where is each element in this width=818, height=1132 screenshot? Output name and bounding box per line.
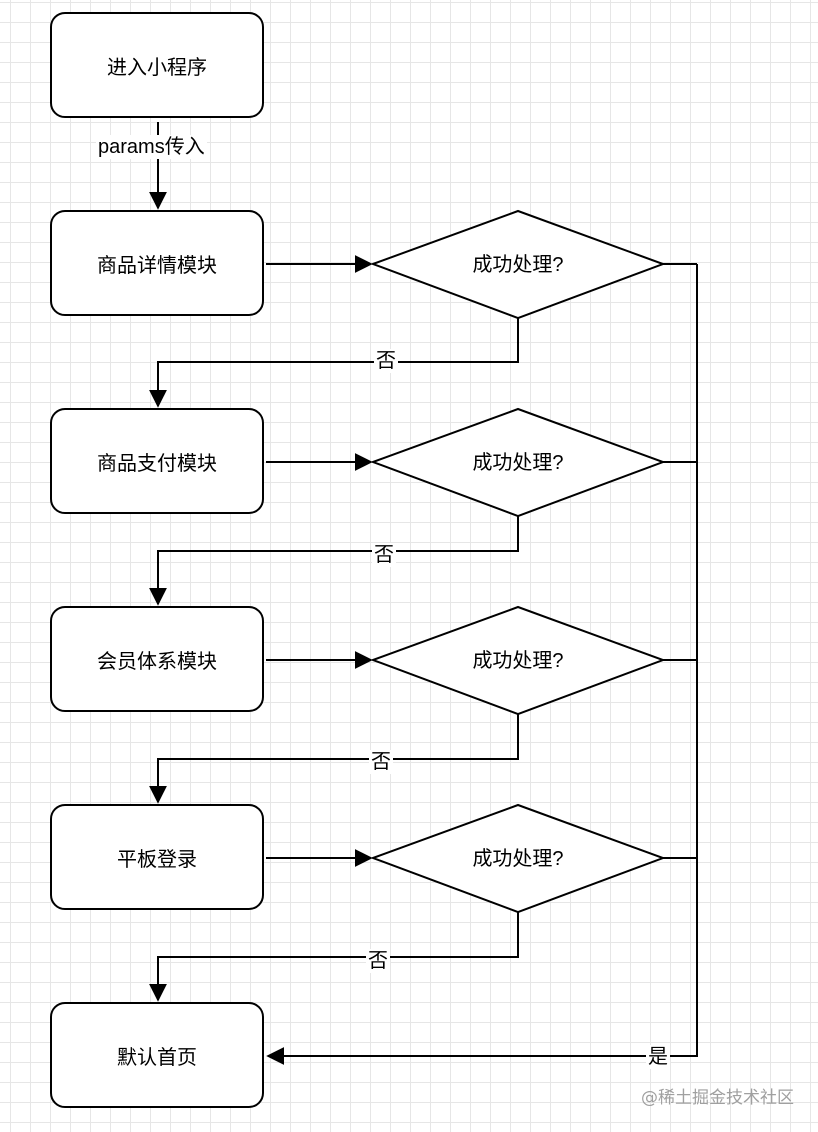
- arrow-no-decision-4: [149, 912, 519, 1002]
- watermark-text: @稀土掘金技术社区: [641, 1088, 794, 1108]
- no-label-4: 否: [366, 949, 390, 973]
- no-label-2: 否: [372, 543, 396, 567]
- module-node-product-detail: 商品详情模块: [50, 210, 264, 316]
- no-label-3: 否: [369, 750, 393, 774]
- arrow-no-decision-2: [149, 516, 519, 606]
- no-label-1: 否: [374, 349, 398, 373]
- start-node: 进入小程序: [50, 12, 264, 118]
- decision-label-2: 成功处理?: [472, 452, 564, 474]
- entry-edge-label: params传入: [96, 135, 207, 159]
- arrow-yes-to-end: [266, 264, 698, 1065]
- yes-label: 是: [646, 1045, 670, 1069]
- end-node-default-home: 默认首页: [50, 1002, 264, 1108]
- decision-label-1: 成功处理?: [472, 254, 564, 276]
- module-node-product-payment: 商品支付模块: [50, 408, 264, 514]
- arrow-no-decision-1: [149, 318, 519, 408]
- arrow-no-decision-3: [149, 714, 519, 804]
- decision-label-4: 成功处理?: [472, 848, 564, 870]
- module-node-tablet-login: 平板登录: [50, 804, 264, 910]
- decision-label-3: 成功处理?: [472, 650, 564, 672]
- module-node-membership: 会员体系模块: [50, 606, 264, 712]
